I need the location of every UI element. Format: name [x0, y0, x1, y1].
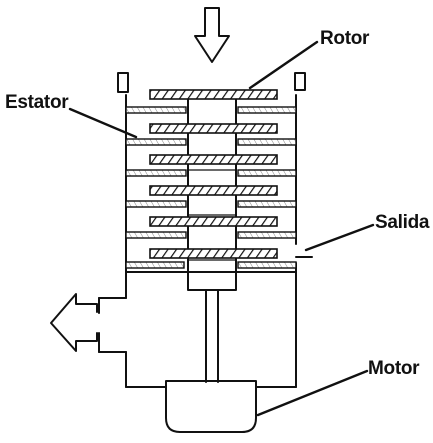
rotor-label: Rotor — [320, 28, 370, 49]
salida-leader — [306, 225, 373, 250]
estator-label: Estator — [5, 92, 69, 113]
right-bracket — [295, 73, 305, 90]
motor-body — [166, 381, 256, 432]
motor-shaft — [206, 290, 218, 382]
arrow-left-icon — [51, 294, 97, 351]
motor-label: Motor — [368, 358, 420, 379]
rotor-leader — [250, 42, 317, 88]
left-bracket — [118, 73, 128, 92]
salida-label: Salida — [375, 212, 430, 233]
arrow-down-icon — [195, 8, 229, 62]
motor-leader — [258, 371, 367, 415]
